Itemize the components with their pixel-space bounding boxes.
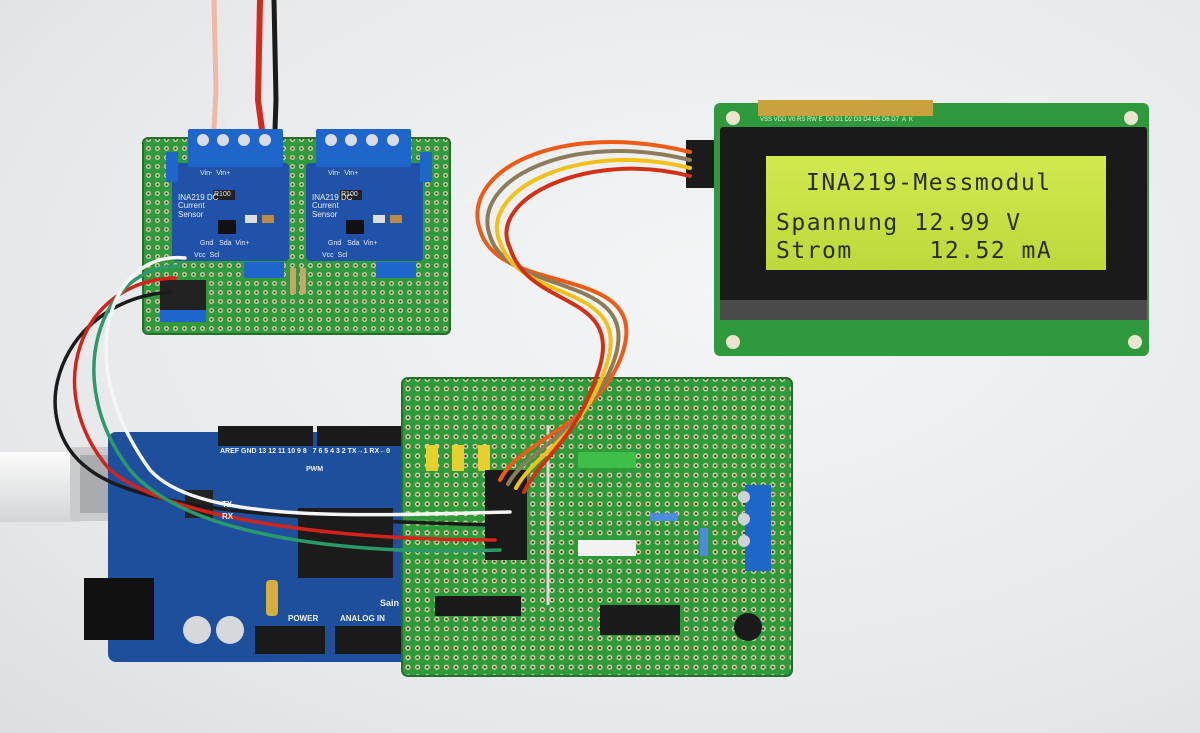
ina219-module-2 — [306, 129, 423, 261]
prototype-shield — [401, 377, 793, 677]
sensor-1-vcc: Vcc Scl — [194, 252, 220, 259]
arduino-analog-label: ANALOG IN — [340, 614, 385, 623]
sensor-2-resistor: R100 — [341, 191, 358, 198]
power-wires — [211, 0, 279, 133]
ina219-module-1 — [172, 129, 289, 261]
sensor-2-pins-bottom: Gnd Sda Vin+ — [328, 240, 378, 247]
arduino-mega — [84, 426, 458, 662]
lcd-line-2: Spannung 12.99 V — [776, 210, 1022, 236]
arduino-digital-header-label: AREF GND 13 12 11 10 9 8 7 6 5 4 3 2 TX→… — [220, 448, 391, 455]
arduino-power-label: POWER — [288, 614, 319, 623]
arduino-tx-label: TX — [222, 500, 233, 509]
lcd-pin-labels: VSS VDD V0 RS RW E D0 D1 D2 D3 D4 D5 D6 … — [760, 117, 913, 123]
sensor-2-vcc: Vcc Scl — [322, 252, 348, 259]
sensor-1-pins-top: Vin- Vin+ — [200, 170, 231, 177]
sensor-1-pins-bottom: Gnd Sda Vin+ — [200, 240, 250, 247]
sensor-2-title: INA219 DC Current Sensor — [312, 193, 353, 219]
sensor-1-resistor: R100 — [214, 191, 231, 198]
arduino-rx-label: RX — [222, 512, 234, 521]
sensor-2-pins-top: Vin- Vin+ — [328, 170, 359, 177]
lcd-wires — [475, 140, 692, 494]
sensor-headers — [160, 152, 432, 322]
sensor-1-title: INA219 DC Current Sensor — [178, 193, 219, 219]
arduino-brand-label: Sain — [380, 598, 400, 608]
lcd-line-3: Strom 12.52 mA — [776, 238, 1053, 264]
lcd-line-1: INA219-Messmodul — [806, 170, 1052, 196]
arduino-pwm-label: PWM — [306, 466, 324, 473]
lcd-module — [686, 100, 1149, 356]
i2c-wires — [53, 255, 512, 553]
